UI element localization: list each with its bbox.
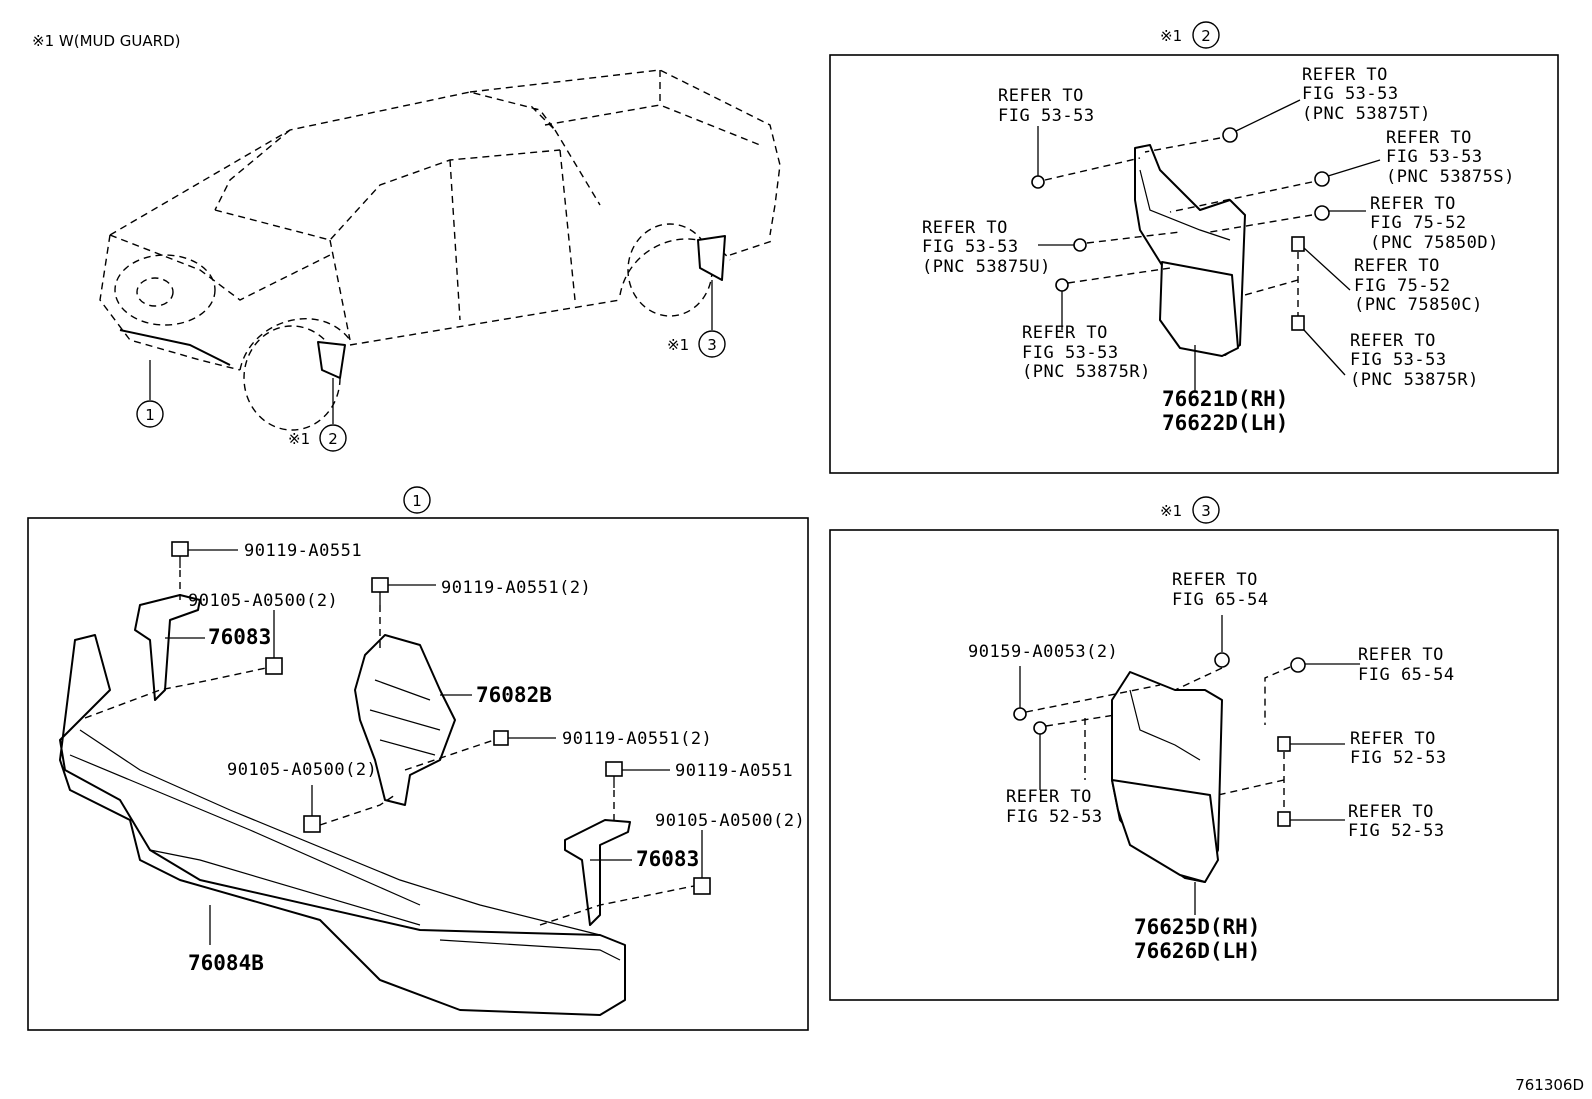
label-clip-90159: 90159-A0053(2) bbox=[968, 642, 1118, 662]
clip-53875s-icon bbox=[1314, 171, 1330, 187]
panel-front-spoiler bbox=[27, 517, 809, 1031]
label-nut-c: 90105-A0500(2) bbox=[655, 811, 805, 831]
refer-3-4: REFER TO FIG 52-53 bbox=[1006, 787, 1103, 827]
callout-3-circle bbox=[698, 330, 726, 358]
label-bolt-b: 90119-A0551(2) bbox=[441, 578, 591, 598]
bolt-53-53-a-icon bbox=[1031, 175, 1045, 189]
refer-3-3: REFER TO FIG 52-53 bbox=[1350, 729, 1447, 768]
panel-2-mark: ※1 bbox=[1160, 27, 1182, 45]
panel-3-title: 3 bbox=[1201, 502, 1211, 520]
part-76625d: 76625D(RH) bbox=[1134, 915, 1260, 939]
refer-2-4: REFER TO FIG 75-52 (PNC 75850D) bbox=[1370, 194, 1499, 253]
clip-65-54-b-icon bbox=[1290, 657, 1306, 673]
clip-52-53-b-icon bbox=[1277, 736, 1291, 752]
label-nut-a: 90105-A0500(2) bbox=[188, 591, 338, 611]
nut-a-icon bbox=[265, 657, 283, 675]
bolt-52-53-a-icon bbox=[1033, 721, 1047, 735]
callout-1: 1 bbox=[145, 406, 155, 424]
refer-3-5: REFER TO FIG 52-53 bbox=[1348, 802, 1445, 841]
label-spoiler: 76084B bbox=[188, 951, 264, 975]
front-spoiler-parts bbox=[59, 541, 711, 1016]
label-bracket-right: 76083 bbox=[636, 847, 699, 871]
clip-75850d-icon bbox=[1314, 205, 1330, 221]
clip-90159-icon bbox=[1013, 707, 1027, 721]
panel-1-circle bbox=[403, 486, 431, 514]
mud-guard-note: ※1 W(MUD GUARD) bbox=[32, 32, 181, 50]
bolt-b-icon bbox=[371, 577, 389, 593]
panel-front-mud-guard bbox=[829, 54, 1559, 474]
nut-c-icon bbox=[693, 877, 711, 895]
panel-3-mark: ※1 bbox=[1160, 502, 1182, 520]
callout-3: 3 bbox=[707, 336, 717, 354]
label-bracket-left: 76083 bbox=[208, 625, 271, 649]
refer-2-2: REFER TO FIG 53-53 (PNC 53875T) bbox=[1302, 65, 1431, 124]
part-76622d: 76622D(LH) bbox=[1162, 411, 1288, 435]
figure-id: 761306D bbox=[1515, 1076, 1584, 1094]
callout-2: 2 bbox=[328, 430, 338, 448]
panel-2-circle bbox=[1192, 21, 1220, 49]
clip-53875t-icon bbox=[1222, 127, 1238, 143]
panel-rear-mud-guard bbox=[829, 529, 1559, 1001]
front-mud-guard-parts bbox=[1031, 99, 1381, 392]
rear-mud-guard-parts bbox=[1013, 615, 1360, 915]
clip-75850c-icon bbox=[1291, 236, 1305, 252]
callout-2-circle bbox=[319, 424, 347, 452]
bolt-53875r-icon bbox=[1055, 278, 1069, 292]
clip-65-54-a-icon bbox=[1214, 652, 1230, 668]
refer-3-1: REFER TO FIG 65-54 bbox=[1172, 570, 1269, 610]
part-76621d: 76621D(RH) bbox=[1162, 387, 1288, 411]
panel-3-circle bbox=[1192, 496, 1220, 524]
callout-1-circle bbox=[136, 400, 164, 428]
bolt-52-53-c-icon bbox=[1277, 811, 1291, 827]
label-nut-b: 90105-A0500(2) bbox=[227, 760, 377, 780]
bolt-53875r-b-icon bbox=[1291, 315, 1305, 331]
label-bolt-a: 90119-A0551 bbox=[244, 541, 362, 561]
refer-2-7: REFER TO FIG 53-53 (PNC 53875R) bbox=[1022, 323, 1151, 382]
callout-3-mark: ※1 bbox=[667, 336, 689, 354]
refer-2-8: REFER TO FIG 53-53 (PNC 53875R) bbox=[1350, 331, 1479, 390]
bolt-53875u-icon bbox=[1073, 238, 1087, 252]
label-bolt-d: 90119-A0551 bbox=[675, 761, 793, 781]
nut-b-icon bbox=[303, 815, 321, 833]
bolt-c-icon bbox=[493, 730, 509, 746]
callout-2-mark: ※1 bbox=[288, 430, 310, 448]
refer-2-5: REFER TO FIG 53-53 (PNC 53875U) bbox=[922, 218, 1051, 277]
truck-illustration bbox=[99, 69, 781, 431]
refer-3-2: REFER TO FIG 65-54 bbox=[1358, 645, 1455, 685]
label-center-bracket: 76082B bbox=[476, 683, 552, 707]
panel-1-title: 1 bbox=[412, 492, 422, 510]
refer-2-1: REFER TO FIG 53-53 bbox=[998, 86, 1095, 126]
bolt-a-icon bbox=[171, 541, 189, 557]
part-76626d: 76626D(LH) bbox=[1134, 939, 1260, 963]
bolt-d-icon bbox=[605, 761, 623, 777]
refer-2-3: REFER TO FIG 53-53 (PNC 53875S) bbox=[1386, 128, 1515, 187]
refer-2-6: REFER TO FIG 75-52 (PNC 75850C) bbox=[1354, 256, 1483, 315]
panel-2-title: 2 bbox=[1201, 27, 1211, 45]
label-bolt-c: 90119-A0551(2) bbox=[562, 729, 712, 749]
